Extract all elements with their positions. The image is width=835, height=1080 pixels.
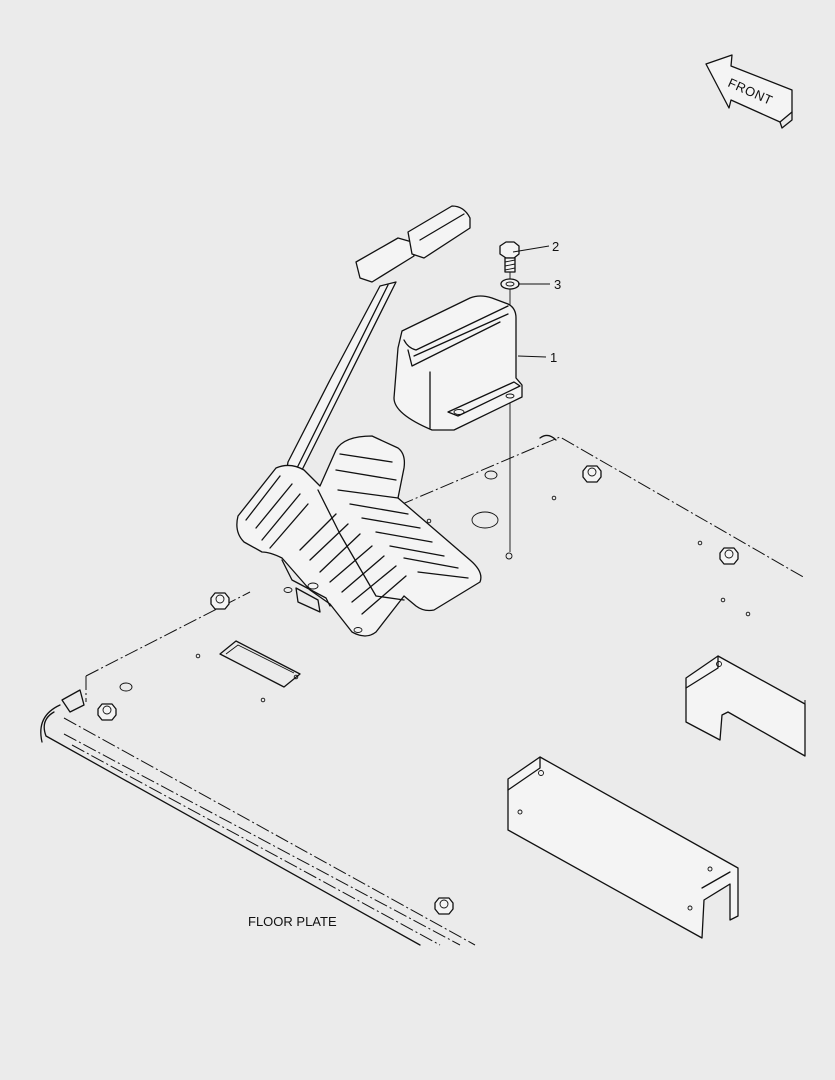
floor-plate-icon [40,434,806,946]
front-arrow-icon: FRONT [705,54,793,129]
pedal-assembly-icon [236,435,482,637]
callout-3: 3 [518,277,561,292]
callout-label-1: 1 [550,350,557,365]
lever-icon [285,205,471,479]
washer-icon [500,278,520,290]
floor-plate-caption: FLOOR PLATE [248,914,337,929]
hex-nut-icon [97,465,739,915]
bolt-icon [499,241,520,273]
callout-label-2: 2 [552,239,559,254]
bracket-icon [507,655,806,939]
callout-label-3: 3 [554,277,561,292]
callout-2: 2 [512,239,559,254]
callout-1: 1 [517,350,557,365]
cover-icon [393,295,523,431]
